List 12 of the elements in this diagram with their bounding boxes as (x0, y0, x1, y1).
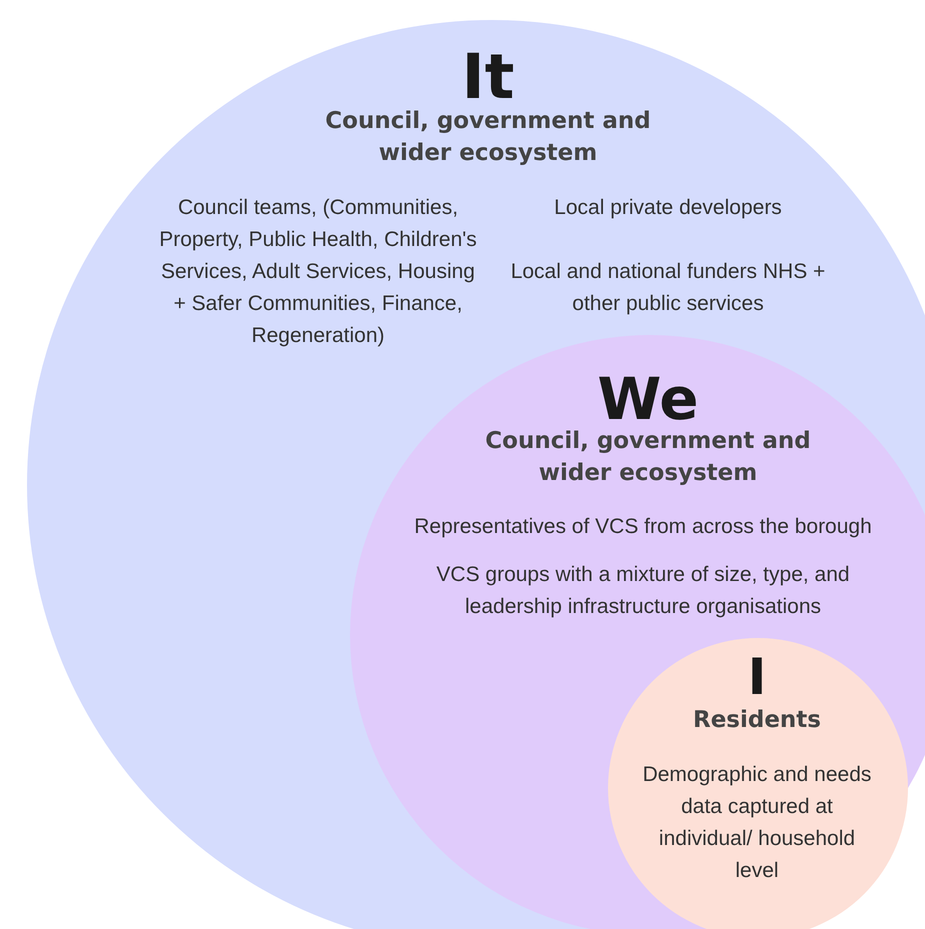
subheading: Council, government and wider ecosystem (484, 427, 812, 488)
subheading: Council, government and wider ecosystem (324, 107, 652, 168)
description: Representatives of VCS from across the borough (413, 514, 873, 540)
description: Council teams, (Communities, Property, Public Health, Children's Services, Adult Services, Housing + Safer Communities, Finance, Regeneration) (158, 195, 478, 349)
heading: It (462, 46, 514, 108)
description: VCS groups with a mixture of size, type, and leadership infrastructure organisations (435, 562, 851, 620)
description: Local and national funders NHS + other public services (510, 259, 826, 317)
heading: I (746, 652, 768, 702)
description: Demographic and needs data captured at individual/ household level (642, 762, 872, 884)
description: Local private developers (553, 195, 783, 221)
subheading: Residents (692, 706, 822, 735)
heading: We (596, 370, 699, 428)
